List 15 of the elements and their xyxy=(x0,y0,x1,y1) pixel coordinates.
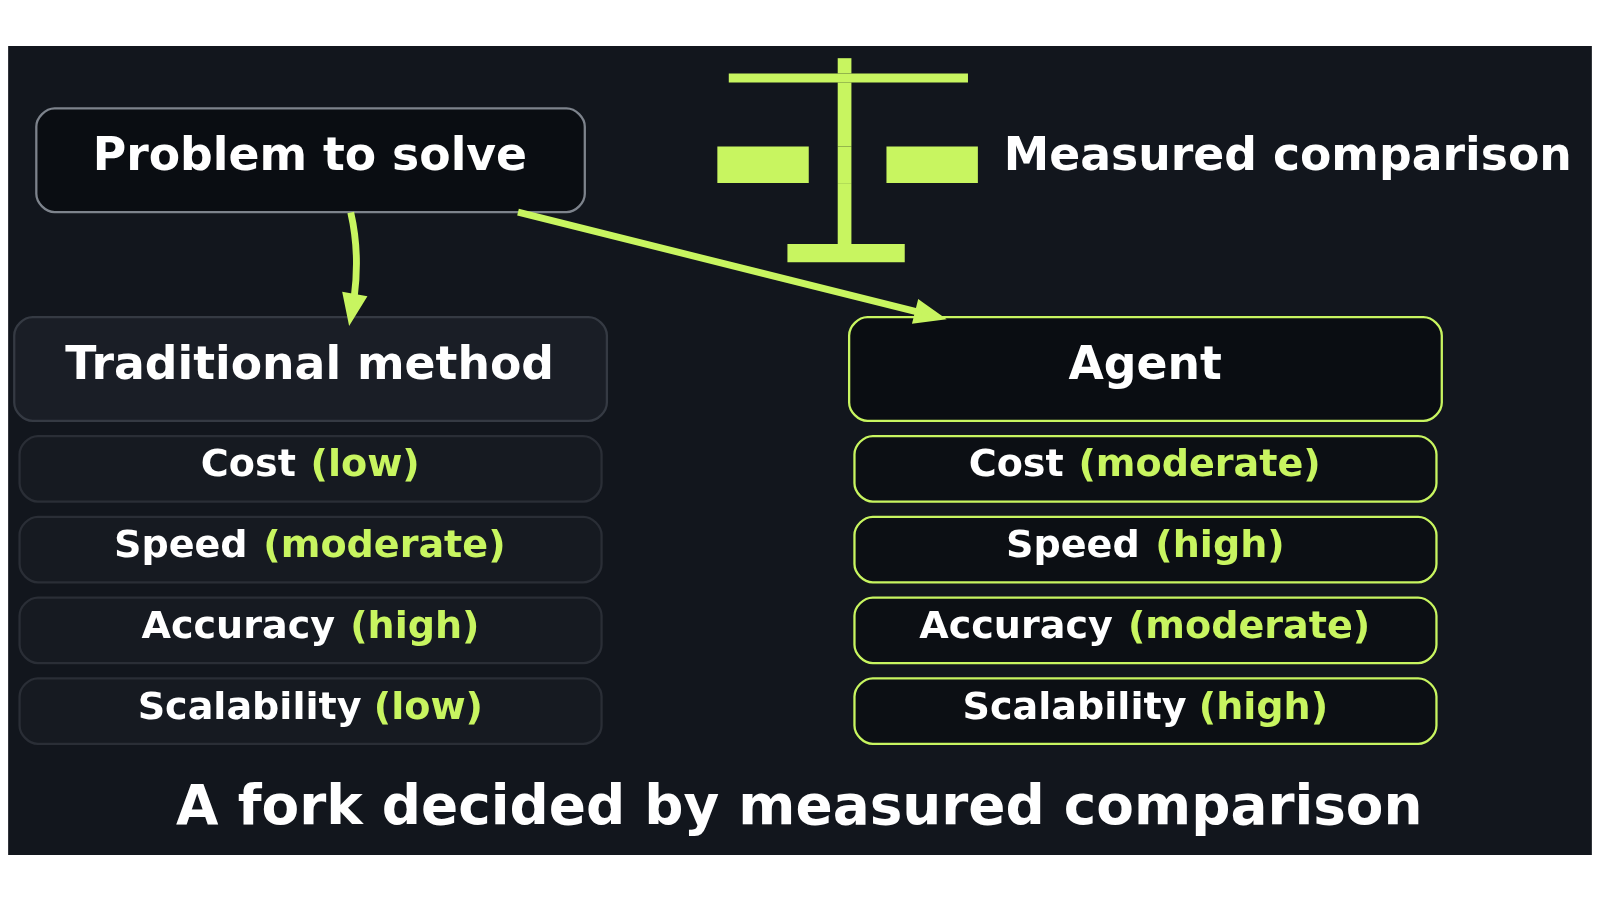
node-box: Speed (high) xyxy=(853,515,1438,583)
node-box: Cost (moderate) xyxy=(853,434,1438,503)
node-box: Cost (low) xyxy=(18,434,603,503)
node-box: Scalability (low) xyxy=(18,676,603,745)
node-label: Measured comparison xyxy=(1003,127,1572,181)
node-box: Traditional method xyxy=(13,315,609,422)
arrow xyxy=(517,208,947,324)
node-box: Problem to solve xyxy=(35,106,586,213)
node-box: Speed (moderate) xyxy=(18,515,603,583)
node-box: Agent xyxy=(848,315,1443,422)
arrow xyxy=(342,211,368,326)
node-box: Accuracy (high) xyxy=(18,595,603,664)
caption: A fork decided by measured comparison xyxy=(176,772,1423,837)
node-box: Scalability (high) xyxy=(853,676,1438,745)
node-box: Accuracy (moderate) xyxy=(853,595,1438,664)
